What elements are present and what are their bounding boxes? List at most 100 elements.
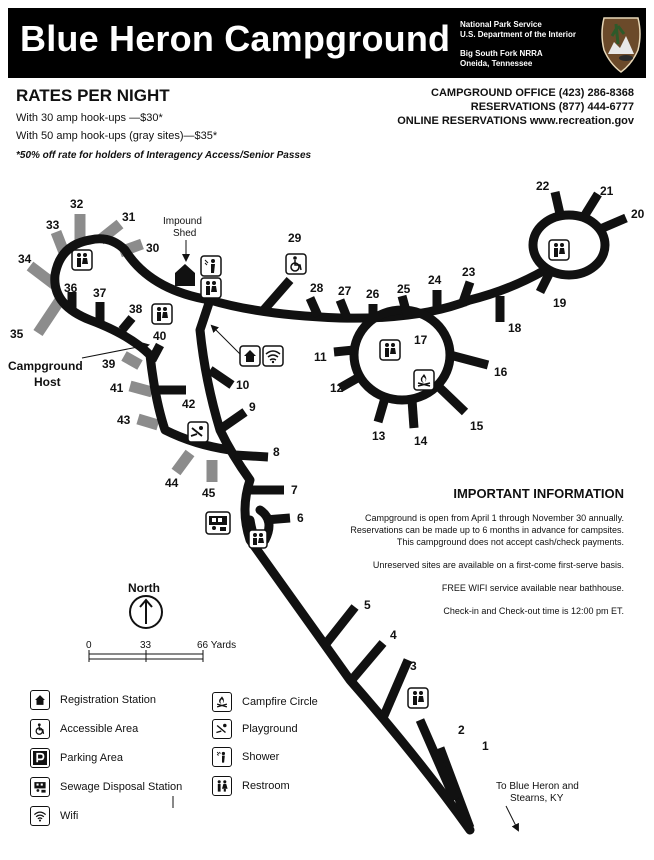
site-27[interactable]: 27 <box>338 284 352 298</box>
site-36[interactable]: 36 <box>64 281 78 295</box>
site-spur-44[interactable] <box>171 449 195 476</box>
site-30[interactable]: 30 <box>146 241 160 255</box>
site-44[interactable]: 44 <box>165 476 179 490</box>
restroom-icon[interactable] <box>379 339 401 361</box>
site-29[interactable]: 29 <box>288 231 302 245</box>
site-28[interactable]: 28 <box>310 281 324 295</box>
site-13[interactable]: 13 <box>372 429 386 443</box>
site-33[interactable]: 33 <box>46 218 60 232</box>
site-11[interactable]: 11 <box>314 350 327 364</box>
site-spur-1[interactable] <box>435 746 475 830</box>
wifi-icon[interactable] <box>262 345 284 367</box>
site-23[interactable]: 23 <box>462 265 476 279</box>
site-spur-3[interactable] <box>378 658 413 720</box>
legend-registration: Registration Station <box>30 690 156 710</box>
site-43[interactable]: 43 <box>117 413 131 427</box>
site-26[interactable]: 26 <box>366 287 380 301</box>
site-spur-9[interactable] <box>219 408 248 432</box>
site-3[interactable]: 3 <box>410 659 417 673</box>
restroom-icon[interactable] <box>248 529 268 549</box>
restroom-icon[interactable] <box>548 239 570 261</box>
site-spur-43[interactable] <box>136 413 160 431</box>
site-spur-20[interactable] <box>596 213 628 235</box>
restroom-icon[interactable] <box>407 687 429 709</box>
site-spur-40[interactable] <box>148 342 164 363</box>
site-34[interactable]: 34 <box>18 252 32 266</box>
site-spur-12[interactable] <box>337 372 364 392</box>
legend-shower-label: Shower <box>242 751 280 763</box>
site-12[interactable]: 12 <box>330 381 344 395</box>
site-18[interactable]: 18 <box>508 321 522 335</box>
restroom-icon[interactable] <box>151 303 173 325</box>
site-spur-8[interactable] <box>234 450 269 462</box>
site-spur-21[interactable] <box>581 191 602 218</box>
site-41[interactable]: 41 <box>110 381 124 395</box>
site-16[interactable]: 16 <box>494 365 508 379</box>
site-39[interactable]: 39 <box>102 357 116 371</box>
playground-icon[interactable] <box>187 421 209 443</box>
sewage-dump-icon[interactable] <box>205 511 231 535</box>
site-spur-28[interactable] <box>305 296 323 318</box>
site-8[interactable]: 8 <box>273 445 280 459</box>
site-42[interactable]: 42 <box>182 397 196 411</box>
site-45[interactable]: 45 <box>202 486 216 500</box>
site-2[interactable]: 2 <box>458 723 465 737</box>
site-1[interactable]: 1 <box>482 739 489 753</box>
site-spur-16[interactable] <box>448 350 490 370</box>
site-spur-14[interactable] <box>407 399 419 429</box>
online-reservations[interactable]: ONLINE RESERVATIONS www.recreation.gov <box>397 115 634 127</box>
site-24[interactable]: 24 <box>428 273 442 287</box>
site-14[interactable]: 14 <box>414 434 428 448</box>
site-spur-13[interactable] <box>373 396 390 424</box>
info-heading: IMPORTANT INFORMATION <box>453 486 624 501</box>
site-spur-27[interactable] <box>335 298 353 322</box>
impound-shed-icon[interactable] <box>175 264 195 286</box>
site-spur-23[interactable] <box>457 280 475 307</box>
site-38[interactable]: 38 <box>129 302 143 316</box>
site-spur-22[interactable] <box>550 191 565 215</box>
site-10[interactable]: 10 <box>236 378 250 392</box>
site-15[interactable]: 15 <box>470 419 484 433</box>
site-spur-39[interactable] <box>121 351 143 370</box>
site-spur-6[interactable] <box>264 513 291 525</box>
site-spur-15[interactable] <box>436 384 469 416</box>
site-spur-38[interactable] <box>118 315 136 333</box>
restroom-icon[interactable] <box>71 249 93 271</box>
site-25[interactable]: 25 <box>397 282 411 296</box>
site-spur-4[interactable] <box>346 640 387 685</box>
site-6[interactable]: 6 <box>297 511 304 525</box>
site-40[interactable]: 40 <box>153 329 167 343</box>
site-17[interactable]: 17 <box>414 333 428 347</box>
site-spur-5[interactable] <box>321 604 359 648</box>
site-spur-10[interactable] <box>207 366 235 389</box>
site-spur-35[interactable] <box>33 296 65 337</box>
site-37[interactable]: 37 <box>93 286 107 300</box>
site-spur-11[interactable] <box>333 345 355 357</box>
map-legend: Registration Station Accessible Area Par… <box>30 688 350 838</box>
site-spur-19[interactable] <box>535 269 555 295</box>
reservations-phone[interactable]: RESERVATIONS (877) 444-6777 <box>470 101 634 113</box>
office-phone[interactable]: CAMPGROUND OFFICE (423) 286-8368 <box>431 87 634 99</box>
site-spur-29[interactable] <box>258 277 294 315</box>
site-spur-2[interactable] <box>415 718 460 802</box>
site-32[interactable]: 32 <box>70 197 84 211</box>
restroom-icon[interactable] <box>200 277 222 299</box>
site-7[interactable]: 7 <box>291 483 298 497</box>
shower-icon[interactable] <box>200 255 222 277</box>
site-31[interactable]: 31 <box>122 210 136 224</box>
site-9[interactable]: 9 <box>249 400 256 414</box>
site-35[interactable]: 35 <box>10 327 24 341</box>
site-21[interactable]: 21 <box>600 184 614 198</box>
site-19[interactable]: 19 <box>553 296 567 310</box>
site-22[interactable]: 22 <box>536 179 550 193</box>
site-4[interactable]: 4 <box>390 628 397 642</box>
site-20[interactable]: 20 <box>631 207 645 221</box>
site-5[interactable]: 5 <box>364 598 371 612</box>
legend-accessible: Accessible Area <box>30 719 138 739</box>
site-spur-41[interactable] <box>128 380 154 398</box>
campfire-icon[interactable] <box>413 369 435 391</box>
accessible-icon[interactable] <box>285 253 307 275</box>
registration-icon[interactable] <box>239 345 261 367</box>
site-spur-25[interactable] <box>397 294 413 320</box>
